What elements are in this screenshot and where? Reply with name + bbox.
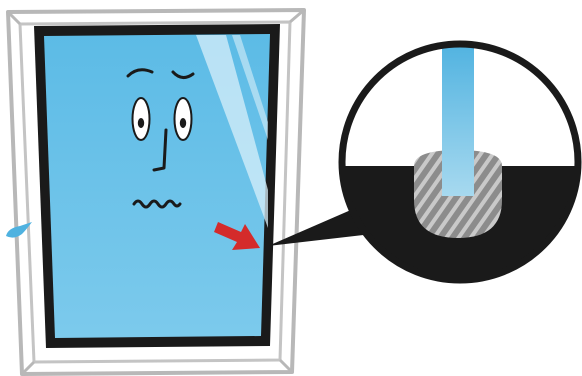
glass-edge xyxy=(442,44,474,196)
worried-face xyxy=(126,68,195,209)
callout-pointer xyxy=(268,206,372,246)
magnifier-callout-icon xyxy=(338,40,582,284)
nose xyxy=(152,128,168,172)
eyes xyxy=(131,97,193,141)
wavy-mouth xyxy=(132,199,182,209)
red-arrow-icon xyxy=(214,222,260,250)
water-drop-icon xyxy=(6,222,32,238)
left-pupil xyxy=(137,118,145,128)
left-eyebrow xyxy=(126,68,154,78)
glass-glare xyxy=(196,35,268,228)
right-pupil xyxy=(179,118,187,128)
glass-pane xyxy=(44,34,270,338)
right-eyebrow xyxy=(171,70,195,79)
